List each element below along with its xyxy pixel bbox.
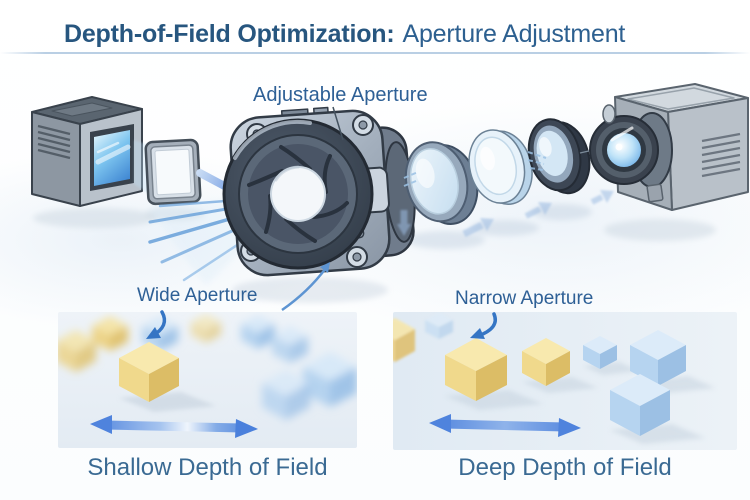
deep-dof-caption: Deep Depth of Field: [458, 454, 672, 481]
filter-frame-icon: [144, 138, 202, 206]
aperture-mechanism-icon: [222, 106, 416, 277]
aperture-blades: [247, 145, 349, 243]
narrow-aperture-label: Narrow Aperture: [455, 288, 594, 309]
blurred-background-cubes: [58, 314, 357, 420]
camera-vents: [701, 132, 741, 178]
light-beam: [134, 140, 152, 196]
dof-range-arrow-icon: [429, 414, 581, 437]
lens-light-streaks: [403, 151, 547, 187]
dof-range-arrow-icon: [90, 415, 258, 438]
lens-icon: [404, 141, 479, 225]
camera-icon: [589, 83, 749, 211]
small-back-cube: [425, 312, 453, 339]
page-title-strong: Depth-of-Field Optimization:: [64, 20, 395, 48]
adjustable-aperture-label: Adjustable Aperture: [253, 84, 428, 106]
shallow-dof-caption: Shallow Depth of Field: [87, 454, 328, 481]
projector-screen: [90, 124, 134, 191]
sharp-yellow-cube-large: [445, 338, 507, 401]
projector-vents: [37, 124, 71, 160]
light-rays-icon: [148, 192, 298, 286]
deep-dof-panel: [393, 312, 737, 450]
wide-aperture-label: Wide Aperture: [137, 285, 258, 306]
page-title-rest: Aperture Adjustment: [402, 20, 626, 48]
sharp-blue-cube-top: [630, 330, 686, 386]
aperture-opening: [270, 166, 326, 222]
aperture-label-pointer: [332, 106, 344, 141]
motion-arrow-icon: [397, 190, 614, 238]
camera-lens-glass: [607, 133, 641, 167]
flow-arrow-icon: [196, 169, 246, 197]
sharp-blue-cube-large: [610, 374, 670, 436]
shallow-dof-scene: [58, 314, 357, 438]
lens-icon: [527, 118, 591, 195]
page-title: Depth-of-Field Optimization:Aperture Adj…: [64, 20, 625, 49]
shallow-dof-panel: [58, 312, 357, 448]
aperture-bolts: [240, 114, 374, 268]
edge-cube: [393, 318, 415, 362]
sharp-blue-cube-small: [583, 336, 617, 369]
aperture-side-tab: [360, 166, 390, 214]
in-focus-cube: [119, 342, 179, 402]
floor-shadows: [33, 204, 716, 303]
title-divider: [0, 52, 750, 54]
focus-cube-shadow: [119, 392, 216, 412]
sharp-yellow-cube-small: [522, 338, 570, 386]
lens-icon: [468, 129, 533, 205]
projector-icon: [31, 96, 143, 207]
wide-to-aperture-arrow-icon: [281, 262, 330, 312]
deep-dof-scene: [393, 312, 715, 444]
